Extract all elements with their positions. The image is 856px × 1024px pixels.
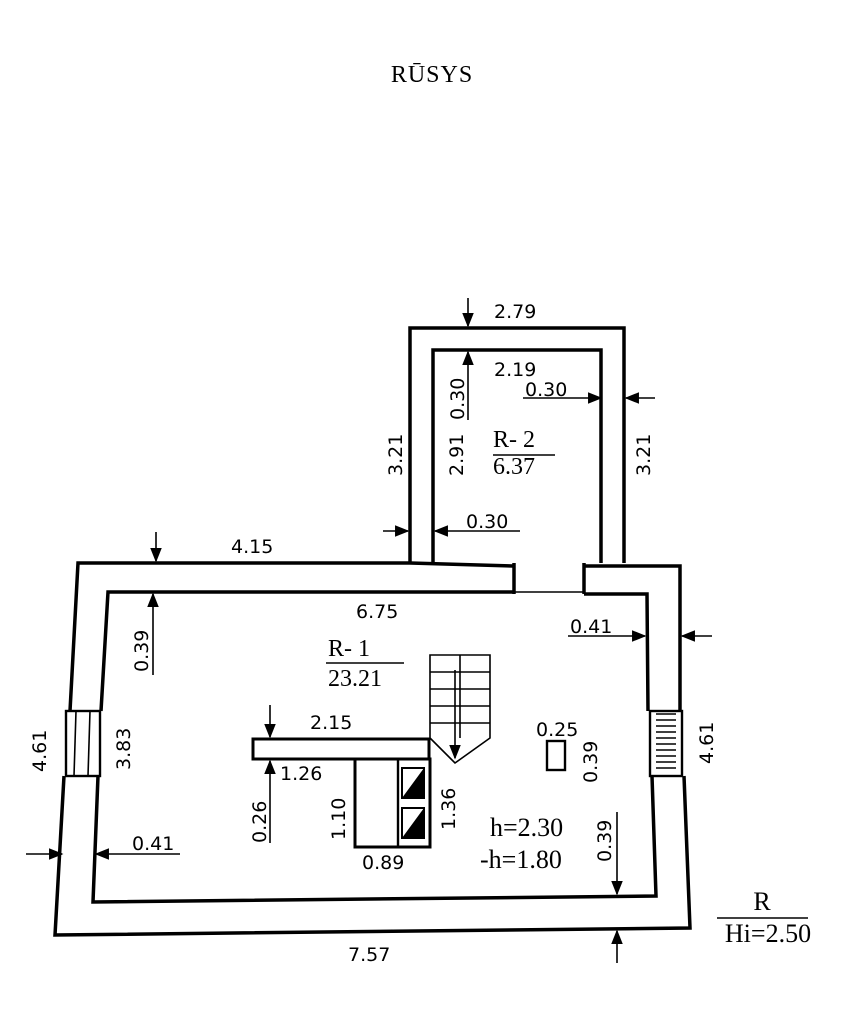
dim-column-width: 0.25 [536, 719, 578, 741]
dim-stove-height: 1.10 [328, 798, 350, 840]
staircase [429, 654, 491, 765]
room-height: h=2.30 [490, 813, 563, 842]
dim-r1-right-wall: 0.41 [570, 616, 612, 638]
dim-r2-right-wall: 0.30 [525, 379, 567, 401]
dim-r1-left-wall: 0.41 [132, 833, 174, 855]
room-r1-area: 23.21 [328, 666, 382, 692]
dim-r2-bottom-wall: 0.30 [466, 511, 508, 533]
room-r2-walls [408, 326, 626, 563]
dim-r1-left-length: 4.15 [231, 536, 273, 558]
dim-r1-left-outer-height: 4.61 [29, 730, 51, 772]
dim-r1-outer-width: 7.57 [348, 944, 390, 966]
dim-r2-inner-height: 2.91 [446, 434, 468, 476]
dim-ledge-offset: 1.26 [280, 763, 322, 785]
window-right [648, 709, 684, 778]
dim-r1-right-outer-height: 4.61 [696, 722, 718, 764]
dim-r2-right-outer-height: 3.21 [633, 434, 655, 476]
dim-r2-top-wall: 0.30 [447, 378, 469, 420]
room-r1-label: R- 1 [328, 636, 370, 662]
dim-r2-left-outer-height: 3.21 [385, 434, 407, 476]
dim-r1-inner-width: 6.75 [356, 601, 398, 623]
plan-title: RŪSYS [391, 62, 473, 88]
dim-ledge-depth: 0.26 [249, 801, 271, 843]
dim-r1-bottom-wall: 0.39 [594, 820, 616, 862]
dim-ledge-length: 2.15 [310, 712, 352, 734]
dim-stove-width: 0.89 [362, 852, 404, 874]
room-r2-area: 6.37 [493, 454, 535, 480]
window-left [64, 709, 102, 778]
legend-label: R [753, 887, 771, 916]
legend-height: Hi=2.50 [725, 919, 811, 948]
column [545, 739, 567, 772]
dim-stove-depth: 1.36 [438, 788, 460, 830]
dim-column-depth: 0.39 [580, 741, 602, 783]
dim-r2-inner-width: 2.19 [494, 359, 536, 381]
room-r2-label: R- 2 [493, 427, 535, 453]
dim-r2-outer-width: 2.79 [494, 301, 536, 323]
dimension-lines [26, 298, 712, 963]
dim-r1-top-wall: 0.39 [131, 630, 153, 672]
room-low-height: -h=1.80 [480, 845, 562, 874]
dim-r1-inner-height: 3.83 [113, 728, 135, 770]
stove [353, 757, 432, 849]
ledge [251, 737, 431, 761]
